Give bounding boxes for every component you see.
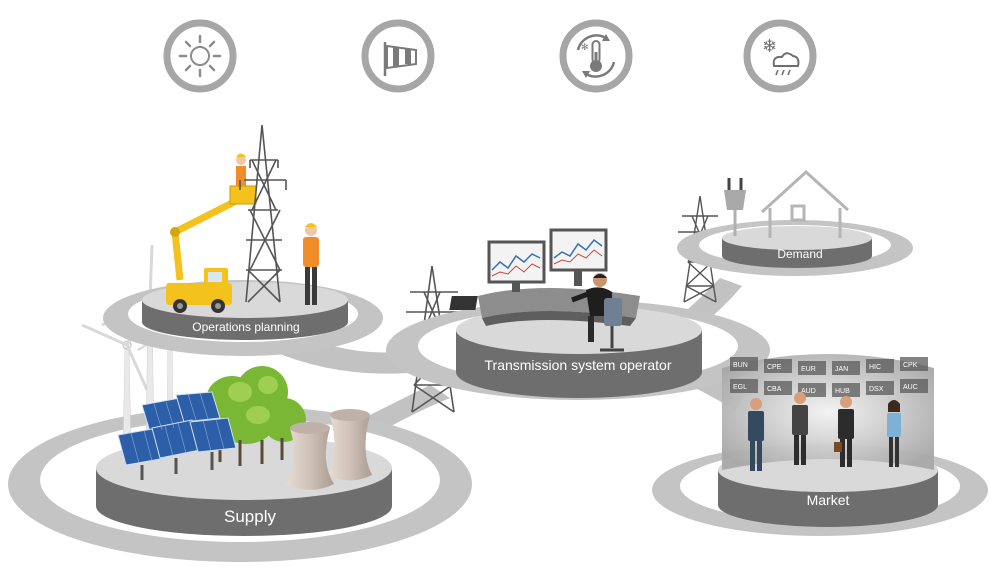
svg-text:❄: ❄ bbox=[762, 36, 777, 57]
ticker-symbol: CPE bbox=[767, 364, 782, 371]
operations-planning-label: Operations planning bbox=[192, 320, 299, 334]
ticker-tile: AUD bbox=[798, 383, 826, 397]
ticker-symbol: CBA bbox=[767, 386, 782, 393]
demand-label: Demand bbox=[777, 247, 822, 261]
operations-platform bbox=[103, 280, 383, 356]
ticker-tile: HIC bbox=[866, 359, 894, 373]
windsock-icon bbox=[361, 19, 435, 93]
ticker-symbol: EGL bbox=[733, 384, 747, 391]
trader bbox=[834, 396, 854, 467]
ticker-tile: HUB bbox=[832, 383, 860, 397]
ticker-symbol: HIC bbox=[869, 364, 881, 371]
ticker-symbol: CPK bbox=[903, 362, 918, 369]
thermometer-icon: ✻ bbox=[559, 19, 633, 93]
snow-rain-cloud-icon: ❄ bbox=[743, 19, 817, 93]
ticker-symbol: AUD bbox=[801, 388, 816, 395]
ticker-symbol: BUN bbox=[733, 362, 748, 369]
ticker-symbol: DSX bbox=[869, 386, 884, 393]
transmission-tower bbox=[239, 124, 287, 303]
cooling-towers bbox=[286, 409, 372, 490]
lineman-worker bbox=[236, 153, 246, 186]
bucket-truck bbox=[166, 185, 257, 313]
trader bbox=[792, 392, 808, 465]
ticker-symbol: EUR bbox=[801, 366, 816, 373]
weather-icon-row: ✻ ❄ bbox=[163, 19, 817, 93]
trader bbox=[887, 400, 901, 467]
plug-icon bbox=[724, 178, 746, 236]
traders bbox=[748, 392, 901, 471]
ticker-symbol: JAN bbox=[835, 366, 848, 373]
ticker-symbol: AUC bbox=[903, 384, 918, 391]
ticker-tile: CPK bbox=[900, 357, 928, 371]
grid-operator bbox=[571, 273, 624, 352]
solar-panels bbox=[117, 391, 237, 480]
market-label: Market bbox=[807, 492, 850, 508]
ticker-tile: DSX bbox=[866, 381, 894, 395]
path-tso-to-supply bbox=[360, 385, 450, 432]
trader bbox=[748, 398, 764, 471]
site-engineer bbox=[303, 223, 319, 305]
ticker-tile: EUR bbox=[798, 361, 826, 375]
ticker-symbol: HUB bbox=[835, 388, 850, 395]
tso-label: Transmission system operator bbox=[485, 357, 672, 373]
house-outline-icon bbox=[760, 169, 850, 238]
ticker-tile: EGL bbox=[730, 379, 758, 393]
ticker-tile: CBA bbox=[764, 381, 792, 395]
sun-icon bbox=[163, 19, 237, 93]
ticker-tile: JAN bbox=[832, 361, 860, 375]
ticker-tile: AUC bbox=[900, 379, 928, 393]
monitor-right bbox=[549, 228, 608, 286]
monitor-left bbox=[487, 240, 546, 292]
market-board: BUN CPE EUR JAN HIC CPK EGL CBA AUD HUB DSX AUC bbox=[722, 354, 934, 470]
solar-panel bbox=[189, 417, 237, 470]
ticker-tile: BUN bbox=[730, 357, 758, 371]
supply-label: Supply bbox=[224, 507, 276, 526]
market-tickers: BUN CPE EUR JAN HIC CPK EGL CBA AUD HUB DSX AUC bbox=[730, 357, 928, 397]
ticker-tile: CPE bbox=[764, 359, 792, 373]
svg-text:✻: ✻ bbox=[581, 43, 589, 53]
trees bbox=[192, 366, 306, 466]
